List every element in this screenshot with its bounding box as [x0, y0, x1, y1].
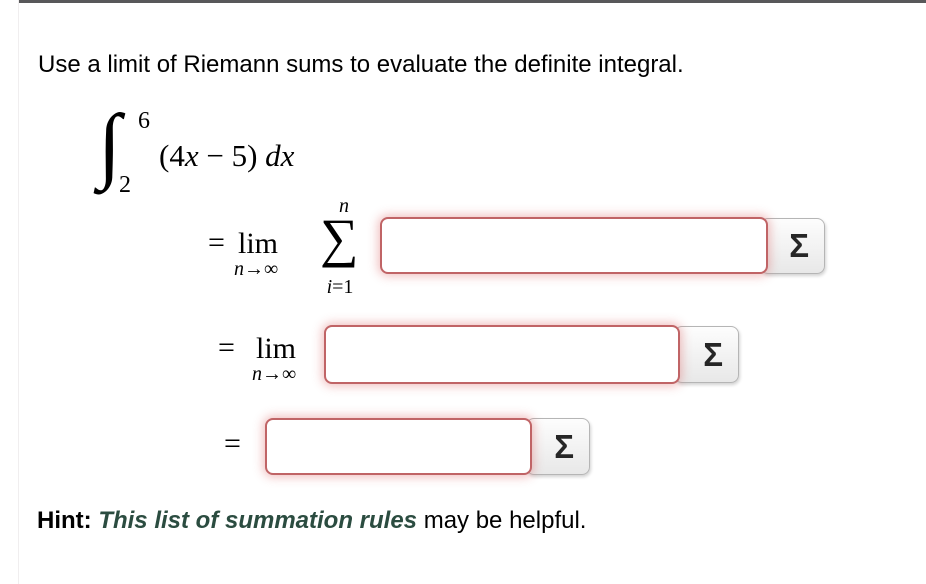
summation-rules-link[interactable]: This list of summation rules [98, 507, 418, 534]
integral-sign: ∫ [98, 98, 122, 191]
integral-upper-limit: 6 [138, 108, 150, 134]
equals-sign-row1: = [208, 226, 225, 259]
summation-upper-bound: n [339, 195, 349, 217]
final-answer-input-row3[interactable] [265, 418, 532, 475]
problem-statement: Use a limit of Riemann sums to evaluate … [38, 51, 684, 78]
sigma-icon: Σ [554, 427, 574, 465]
summation-lower-bound: i=1 [317, 277, 363, 297]
left-pane-divider [18, 0, 19, 584]
riemann-sum-input-row1[interactable] [380, 217, 768, 274]
sigma-notation-helper-button-row2[interactable]: Σ [674, 326, 739, 383]
integrand-open: (4 [159, 138, 185, 173]
arrow-icon: → [244, 258, 264, 280]
hint-label: Hint: [37, 507, 99, 534]
arrow-icon: → [262, 363, 282, 385]
summation-index-start: =1 [332, 276, 354, 298]
limit-variable: n [234, 258, 244, 280]
summation-index-variable: i [326, 276, 333, 298]
integrand-expression: (4x − 5) dx [159, 140, 294, 171]
equals-sign-row3: = [224, 427, 241, 460]
integrand-variable: x [184, 138, 199, 173]
integral-lower-limit: 2 [119, 172, 131, 198]
integrand-differential: dx [265, 138, 295, 173]
summation-sign: ∑ [320, 208, 359, 268]
integrand-rest: − 5) [198, 138, 266, 173]
limit-subscript-row1: n→∞ [234, 259, 278, 279]
limit-operator-row2: lim [256, 332, 297, 365]
infinity-symbol: ∞ [282, 363, 297, 385]
sigma-icon: Σ [789, 227, 809, 264]
equals-sign-row2: = [218, 331, 235, 364]
hint-suffix: may be helpful. [417, 507, 587, 534]
sigma-notation-helper-button-row3[interactable]: Σ [526, 418, 590, 475]
sigma-icon: Σ [703, 335, 723, 373]
sigma-notation-helper-button-row1[interactable]: Σ [760, 218, 825, 274]
hint-line: Hint: This list of summation rules may b… [37, 507, 586, 535]
limit-operator-row1: lim [238, 227, 279, 260]
limit-subscript-row2: n→∞ [252, 364, 296, 384]
infinity-symbol: ∞ [264, 258, 279, 280]
limit-variable: n [252, 363, 262, 385]
top-window-border [19, 0, 926, 3]
limit-expression-input-row2[interactable] [324, 325, 680, 384]
